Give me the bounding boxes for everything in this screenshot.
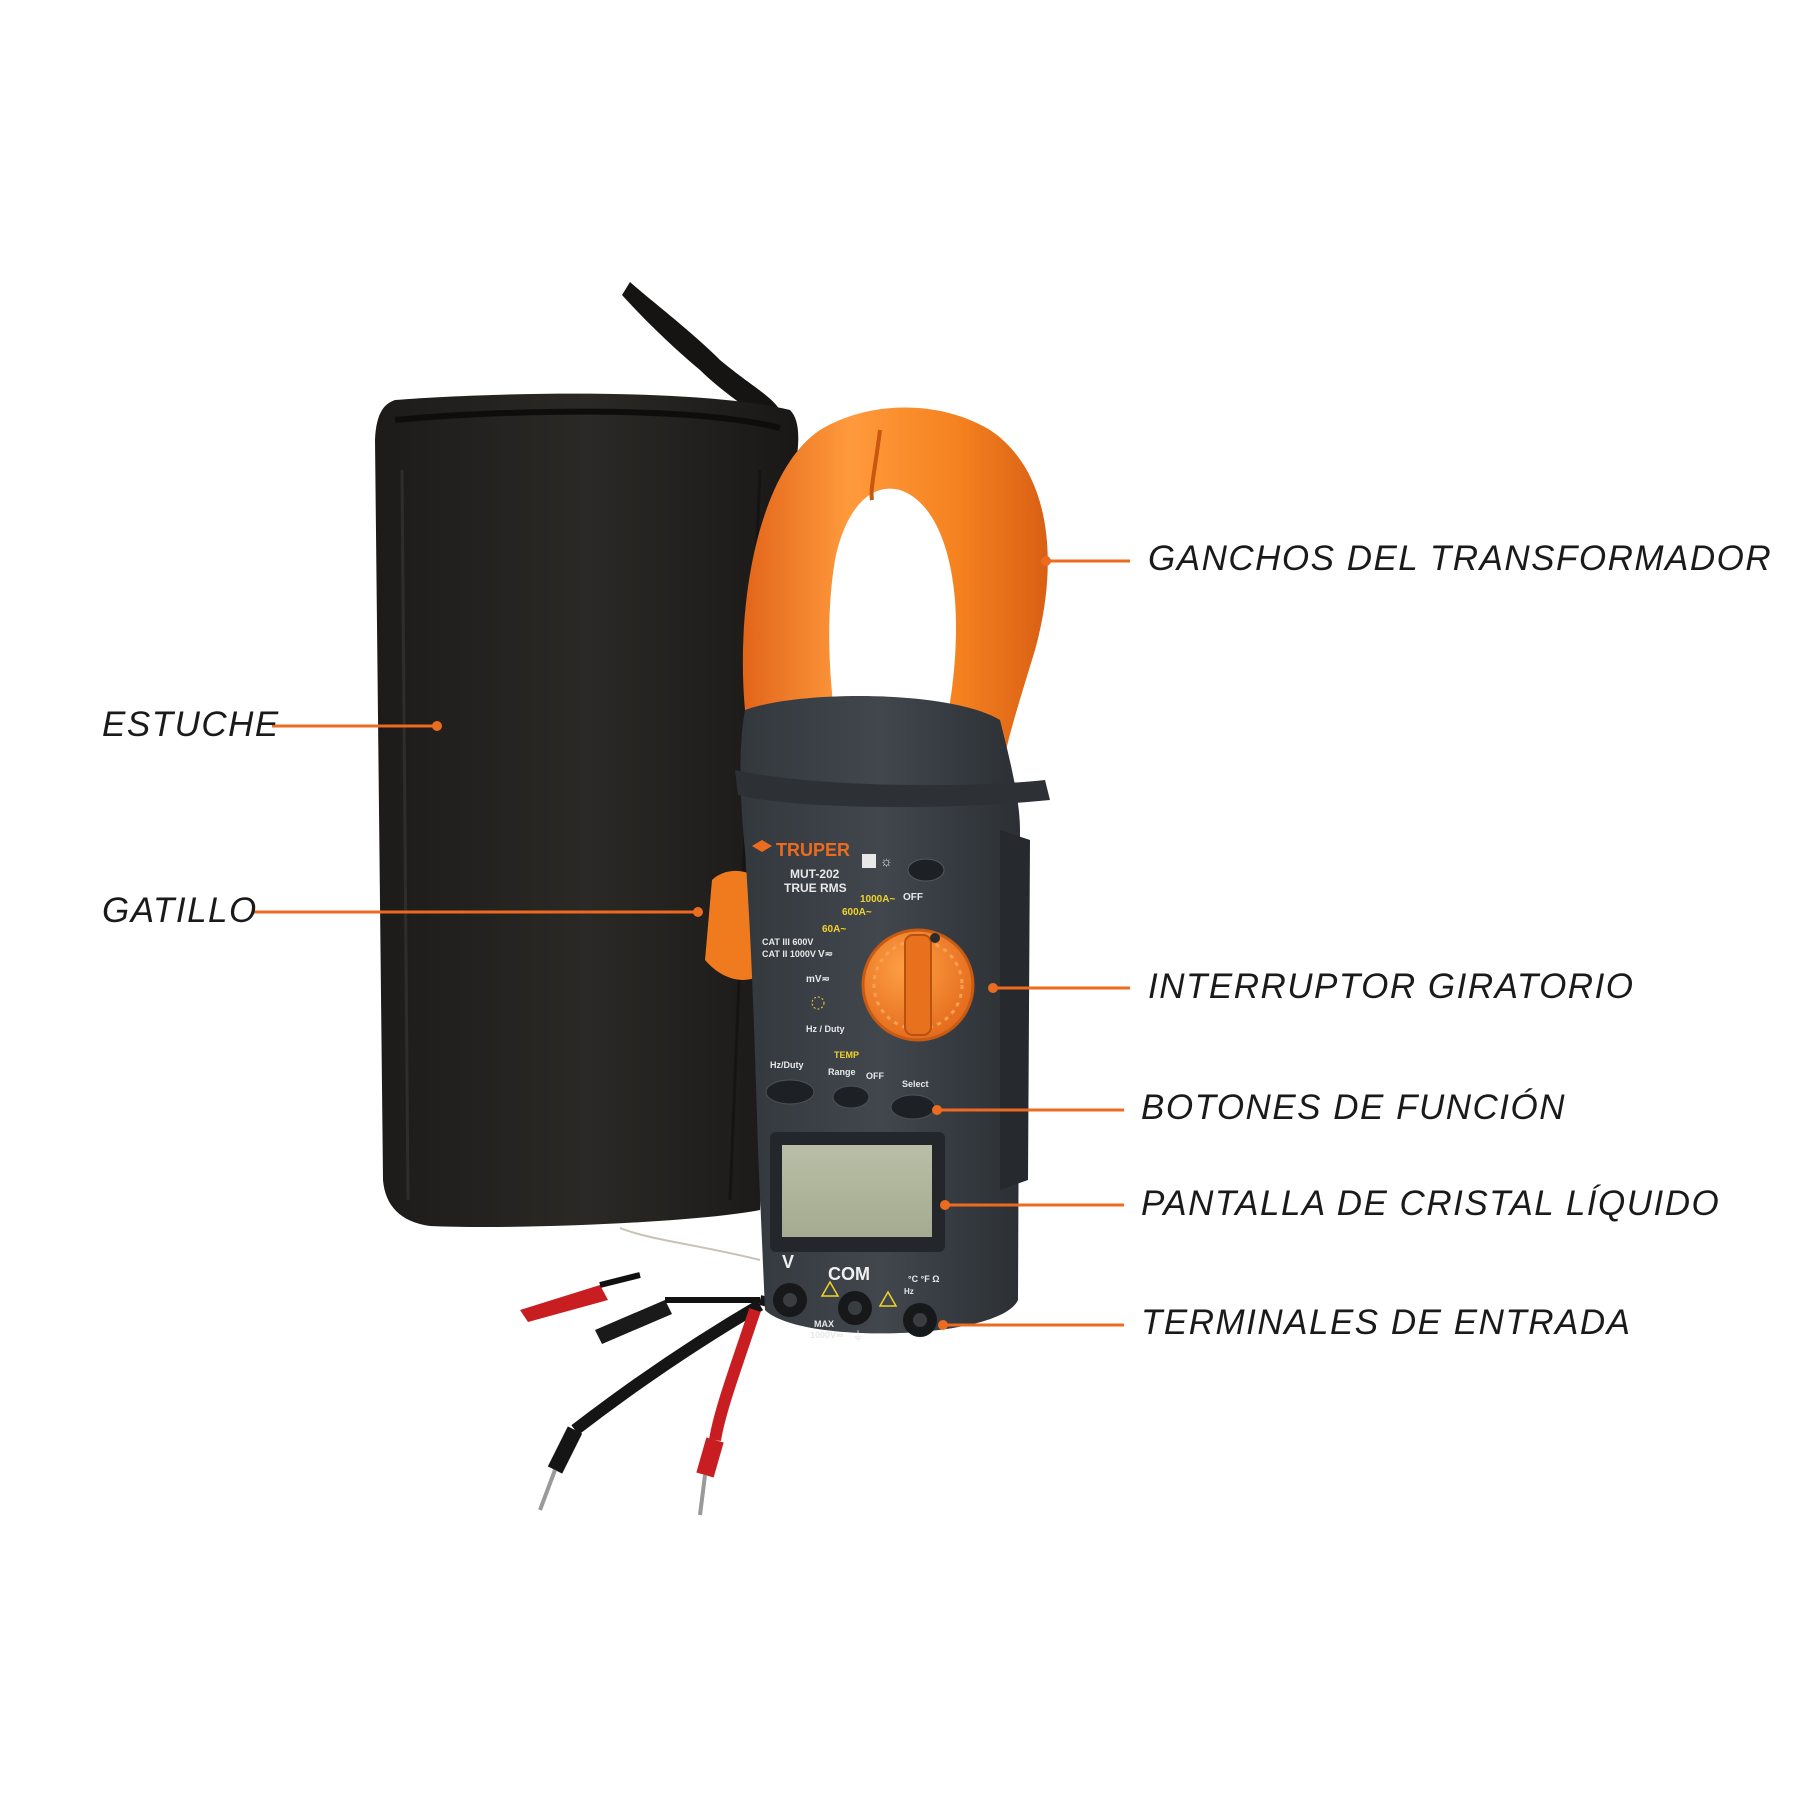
button-label-select: Select [902,1079,929,1089]
case-strap [622,282,780,425]
callout-terminales: TERMINALES DE ENTRADA [1141,1303,1632,1342]
clamp-meter: TRUPER MUT-202 TRUE RMS ☼ 1000A~ OFF 600… [705,407,1050,1343]
callout-botones: BOTONES DE FUNCIÓN [1141,1088,1567,1127]
terminal-label-com: COM [828,1264,870,1284]
terminal-com[interactable] [838,1291,872,1325]
terminal-label-right-2: Hz [904,1287,914,1296]
dial-label-temp: TEMP [834,1050,859,1060]
terminal-right[interactable] [903,1303,937,1337]
select-button[interactable] [890,1094,936,1120]
test-leads [520,1227,823,1516]
hz-duty-button[interactable] [765,1079,815,1105]
brand-logo: TRUPER [752,840,850,860]
transformer-jaws [742,407,1048,790]
dial-label-off-top: OFF [903,892,923,903]
model-number: MUT-202 [790,867,840,881]
range-button[interactable] [832,1085,870,1109]
case-zipper [394,408,781,431]
model-subtitle: TRUE RMS [784,881,847,895]
case-body [375,393,799,1228]
dial-label-off-bottom: OFF [866,1071,884,1081]
max-rating-1: MAX [814,1319,834,1329]
leader-lines [252,556,1130,1330]
terminal-label-right-1: °C °F Ω [908,1274,939,1284]
terminal-label-v: V [782,1252,794,1272]
dial-label-600a: 600A~ [842,907,872,918]
button-label-range: Range [828,1067,856,1077]
rotary-switch[interactable] [861,928,975,1042]
probe-black [571,1299,764,1435]
probe-red [709,1308,761,1442]
callout-interruptor: INTERRUPTOR GIRATORIO [1148,967,1635,1006]
warning-icon-right [878,1290,898,1307]
terminal-v[interactable] [773,1283,807,1317]
brand-name: TRUPER [776,840,850,860]
dial-label-hz: Hz / Duty [806,1024,845,1034]
ground-icon: ⏚ [852,1329,864,1343]
cat-rating-1: CAT III 600V [762,937,813,947]
trigger [705,870,760,980]
backlight-icon: ☼ [880,853,893,869]
dial-label-mv: mV≂ [806,974,830,985]
warning-icon-left [820,1280,840,1297]
cat-rating-2: CAT II 1000V [762,949,816,959]
dial-label-v: V≂ [818,949,833,960]
callout-pantalla: PANTALLA DE CRISTAL LÍQUIDO [1141,1184,1721,1223]
dial-label-1000a: 1000A~ [860,894,895,905]
callout-gatillo: GATILLO [102,891,258,930]
carrying-case [375,282,799,1228]
max-rating-2: 1000V≂ [810,1330,844,1340]
dial-label-60a: 60A~ [822,924,846,935]
lead-banana-red [520,1285,608,1322]
hold-button[interactable] [907,858,945,882]
callout-ganchos: GANCHOS DEL TRANSFORMADOR [1148,539,1773,578]
button-label-hz-duty: Hz/Duty [770,1060,804,1070]
hold-icon [862,854,876,868]
lead-banana-black [595,1300,672,1344]
continuity-icon [811,996,825,1010]
lcd-screen [782,1145,932,1237]
callout-estuche: ESTUCHE [102,705,280,744]
